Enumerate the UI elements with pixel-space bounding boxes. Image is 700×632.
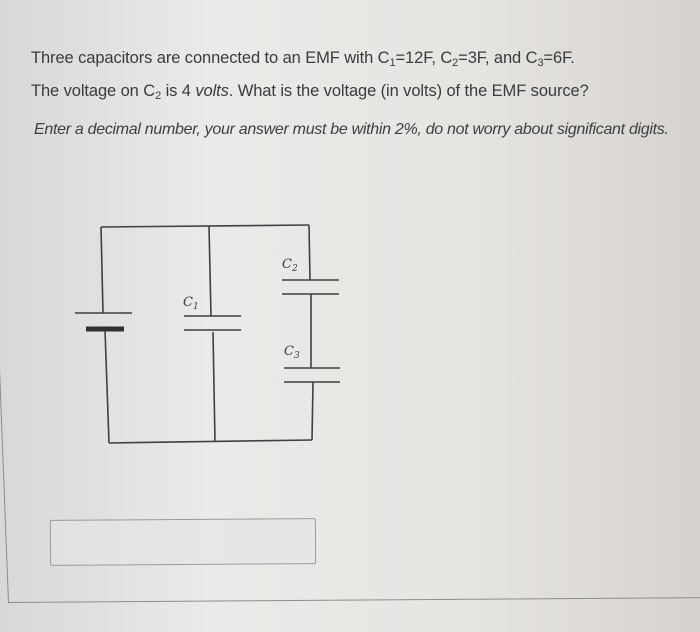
q-line2-prefix: The voltage on C (31, 82, 156, 100)
c1-label: C1 (183, 295, 199, 312)
question-line-1: Three capacitors are connected to an EMF… (31, 49, 575, 69)
battery-emf-icon (75, 312, 132, 332)
c2-subscript: 2 (452, 57, 459, 69)
wire-bottom (108, 439, 313, 444)
capacitor-c2-icon (282, 279, 339, 295)
circuit-wires (100, 224, 314, 444)
wire-c1-top (208, 225, 212, 317)
circuit-diagram: C1 C2 C3 (75, 224, 340, 444)
wire-c1-bottom (212, 331, 216, 443)
c1-subscript: 1 (389, 57, 396, 69)
wire-battery-bottom (104, 329, 110, 444)
capacitor-c1-icon (184, 315, 241, 331)
question-line-2: The voltage on C2 is 4 volts. What is th… (31, 82, 589, 102)
c2-value: =3F, and C (458, 49, 538, 67)
c2-label: C2 (282, 257, 298, 274)
q-line2-mid: is 4 (161, 82, 196, 100)
volts-unit: volts (195, 82, 229, 100)
c3-value: =6F. (543, 49, 575, 67)
wire-c2-top (308, 224, 311, 281)
c2-ref-subscript: 2 (155, 90, 162, 102)
capacitor-c3-icon (284, 367, 340, 383)
q-line1-prefix: Three capacitors are connected to an EMF… (31, 49, 390, 67)
c3-subscript: 3 (537, 57, 544, 69)
answer-input[interactable] (49, 518, 317, 566)
question-text: Three capacitors are connected to an EMF… (31, 44, 691, 110)
answer-instructions: Enter a decimal number, your answer must… (34, 121, 669, 138)
wire-top (100, 224, 310, 228)
c3-label: C3 (284, 344, 300, 361)
c1-value: =12F, C (395, 49, 453, 67)
q-line2-suffix: . What is the voltage (in volts) of the … (228, 82, 589, 100)
wire-battery-top (100, 226, 104, 314)
wire-c3-bottom (311, 381, 314, 441)
